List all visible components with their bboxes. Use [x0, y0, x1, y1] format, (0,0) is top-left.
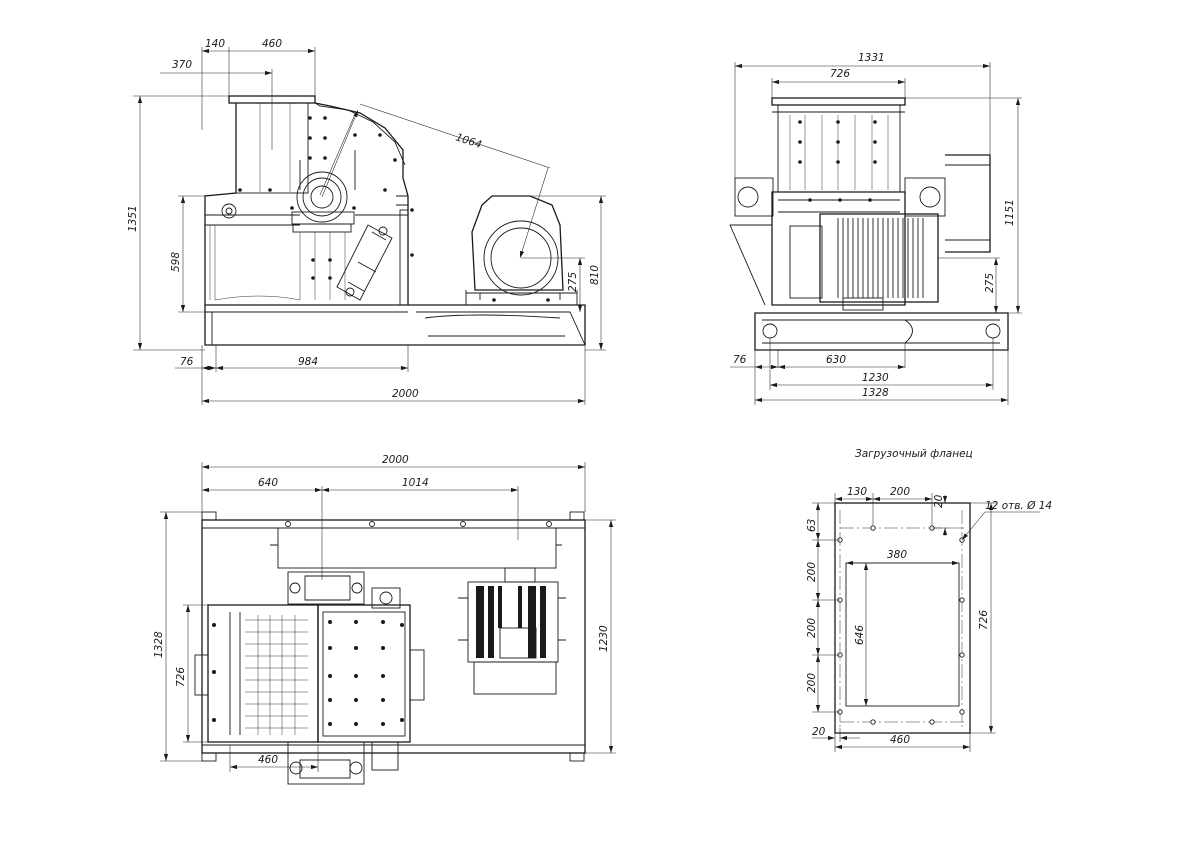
top-electric-motor: [458, 567, 566, 695]
top-view-machine: [194, 511, 586, 785]
dim-side-630: 630: [826, 354, 846, 366]
dim-front-1351: 1351: [127, 205, 139, 232]
dim-front-598: 598: [170, 252, 182, 272]
dim-flange-200-top: 200: [890, 486, 910, 498]
dim-flange-20-top: 20: [933, 494, 945, 508]
flange-dimensions: 130 200 20 12 отв. Ø 14 380 63 200 200 2…: [806, 486, 1052, 752]
top-view-dimensions: 2000 640 1014 1328 726 1230 460: [153, 454, 616, 772]
dim-flange-130: 130: [847, 486, 867, 498]
dim-flange-200-v1: 200: [806, 562, 818, 582]
dim-front-460: 460: [262, 38, 282, 50]
dim-side-726: 726: [830, 68, 850, 80]
flange-drawing: [834, 502, 971, 734]
dim-front-76: 76: [180, 356, 194, 368]
bolt-heads: [238, 116, 550, 302]
dim-front-2000: 2000: [392, 388, 419, 400]
dim-top-640: 640: [258, 477, 278, 489]
dim-front-275: 275: [567, 272, 579, 292]
side-view: 1331 726 1151 275 76 630 1230 1328: [729, 52, 1022, 405]
side-bolt-heads: [798, 120, 877, 202]
dim-flange-63: 63: [806, 519, 818, 532]
dim-top-1328: 1328: [153, 631, 165, 658]
dim-flange-380: 380: [887, 549, 907, 561]
dim-flange-460: 460: [890, 734, 910, 746]
dim-top-460: 460: [258, 754, 278, 766]
dim-flange-20-bottom: 20: [812, 726, 826, 738]
dim-top-726: 726: [175, 667, 187, 687]
side-view-dimensions: 1331 726 1151 275 76 630 1230 1328: [730, 52, 1022, 405]
dim-flange-200-v3: 200: [806, 673, 818, 693]
dim-side-1151: 1151: [1004, 199, 1016, 226]
dim-side-76: 76: [733, 354, 747, 366]
dim-front-984: 984: [298, 356, 318, 368]
dim-top-2000: 2000: [382, 454, 409, 466]
flange-holes-note: 12 отв. Ø 14: [985, 500, 1052, 512]
dim-side-1331: 1331: [858, 52, 885, 64]
dim-side-1230: 1230: [862, 372, 889, 384]
loading-flange: Загрузочный фланец 130 200 20: [806, 448, 1052, 752]
dim-front-810: 810: [589, 265, 601, 285]
dim-side-1328: 1328: [862, 387, 889, 399]
hydraulic-cylinder: [336, 224, 393, 301]
top-view: 2000 640 1014 1328 726 1230 460: [153, 454, 616, 785]
front-view-machine: [204, 95, 586, 346]
dim-flange-726: 726: [978, 610, 990, 630]
flange-title: Загрузочный фланец: [855, 448, 973, 460]
top-bolt-heads: [212, 620, 404, 726]
dim-front-140: 140: [205, 38, 225, 50]
front-view-dimensions: 140 460 370 1064 1351 598 810: [127, 38, 606, 405]
side-electric-motor: [789, 213, 939, 311]
hammer-grid: [245, 615, 308, 735]
dim-top-1014: 1014: [402, 477, 429, 489]
dim-front-370: 370: [172, 59, 192, 71]
flange-holes: [837, 525, 965, 725]
dim-flange-646: 646: [854, 625, 866, 645]
front-view: 140 460 370 1064 1351 598 810: [127, 38, 606, 405]
dim-flange-200-v2: 200: [806, 618, 818, 638]
dim-side-275: 275: [984, 273, 996, 293]
dim-front-1064: 1064: [454, 131, 483, 151]
electric-motor: [471, 195, 564, 300]
side-view-machine: [729, 97, 1009, 351]
dim-top-1230: 1230: [598, 625, 610, 652]
